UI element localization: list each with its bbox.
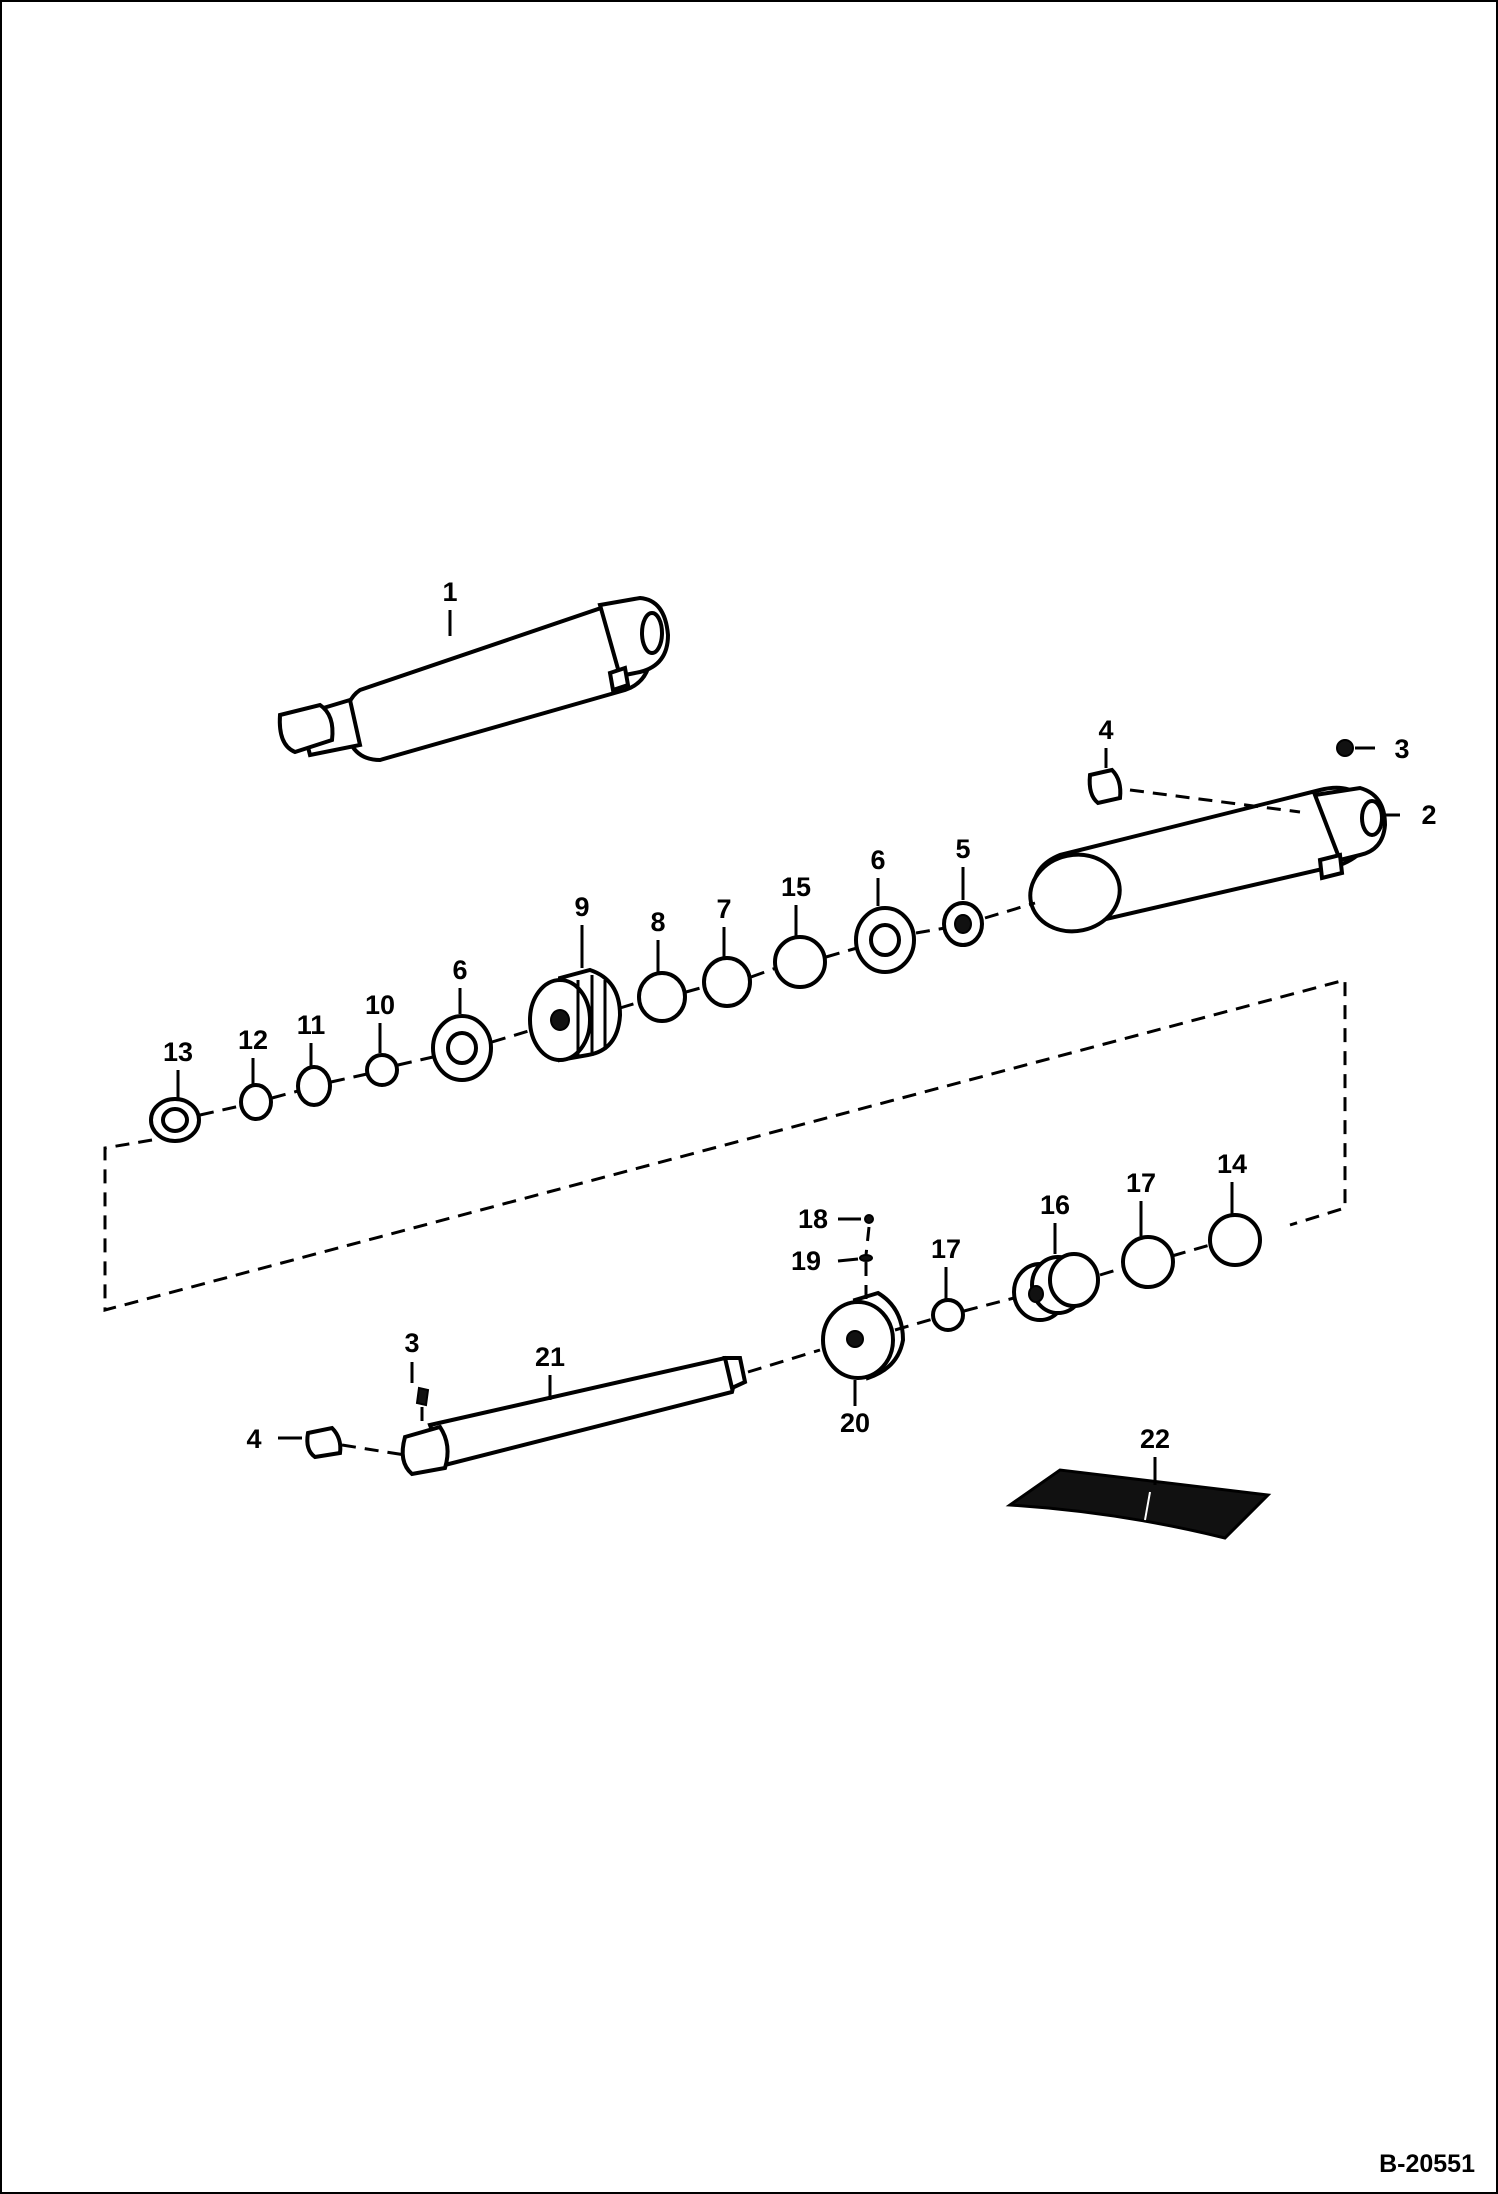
ring-part-15 [773, 935, 827, 989]
snap-ring-part-11 [296, 1065, 332, 1107]
callout-1: 1 [442, 577, 457, 607]
callout-20: 20 [840, 1408, 870, 1438]
barrel-part-2 [1028, 785, 1388, 934]
callout-4-lower: 4 [246, 1424, 261, 1454]
callout-2: 2 [1421, 800, 1436, 830]
callout-4-upper: 4 [1098, 715, 1113, 745]
piston-part-9 [528, 967, 623, 1063]
ring-part-7 [702, 956, 752, 1008]
callout-8: 8 [650, 907, 665, 937]
gland-part-20 [821, 1290, 906, 1381]
callout-22: 22 [1140, 1424, 1170, 1454]
ring-part-10 [365, 1053, 399, 1087]
callout-7: 7 [716, 894, 731, 924]
callout-14: 14 [1217, 1149, 1247, 1179]
callout-5: 5 [955, 834, 970, 864]
callout-15: 15 [781, 872, 811, 902]
parts-row-lower [305, 1213, 1272, 1540]
piston-part-16 [1012, 1252, 1100, 1322]
ball-part-18 [864, 1214, 874, 1224]
callout-17-right: 17 [1126, 1168, 1156, 1198]
ring-part-14 [1208, 1213, 1262, 1267]
ring-part-19 [859, 1254, 873, 1262]
ring-part-8 [637, 971, 687, 1023]
grease-fitting-part-3-upper [1336, 739, 1354, 757]
nut-part-12 [239, 1083, 273, 1121]
callout-11: 11 [297, 1010, 326, 1040]
callout-10: 10 [365, 990, 395, 1020]
nut-part-17 [931, 1298, 965, 1332]
callout-17-left: 17 [931, 1234, 961, 1264]
callout-6-right: 6 [870, 845, 885, 875]
callout-3-upper: 3 [1394, 734, 1409, 764]
ring-part-17 [1121, 1235, 1175, 1289]
callout-21: 21 [535, 1342, 565, 1372]
cylinder-assembly-part-1 [277, 595, 671, 763]
callout-16: 16 [1040, 1190, 1070, 1220]
callout-labels: 1 2 3 3 4 4 5 6 6 7 8 9 10 11 12 13 14 1… [163, 577, 1437, 1454]
callout-19: 19 [791, 1246, 821, 1276]
callout-3-lower: 3 [404, 1328, 419, 1358]
rod-part-21 [400, 1355, 748, 1477]
leader-lines [176, 610, 1400, 1485]
callout-12: 12 [238, 1025, 268, 1055]
bushing-part-4-lower [305, 1425, 343, 1460]
callout-9: 9 [574, 892, 589, 922]
callout-13: 13 [163, 1037, 193, 1067]
callout-6-left: 6 [452, 955, 467, 985]
callout-18: 18 [798, 1204, 828, 1234]
parts-row-upper [149, 901, 984, 1143]
bushing-part-4-upper [1087, 767, 1123, 806]
seal-kit-part-22 [1005, 1468, 1272, 1540]
grease-fitting-part-3-lower [415, 1386, 430, 1407]
assembly-path-lines [103, 788, 1347, 1457]
drawing-reference-number: B-20551 [1379, 2150, 1475, 2178]
